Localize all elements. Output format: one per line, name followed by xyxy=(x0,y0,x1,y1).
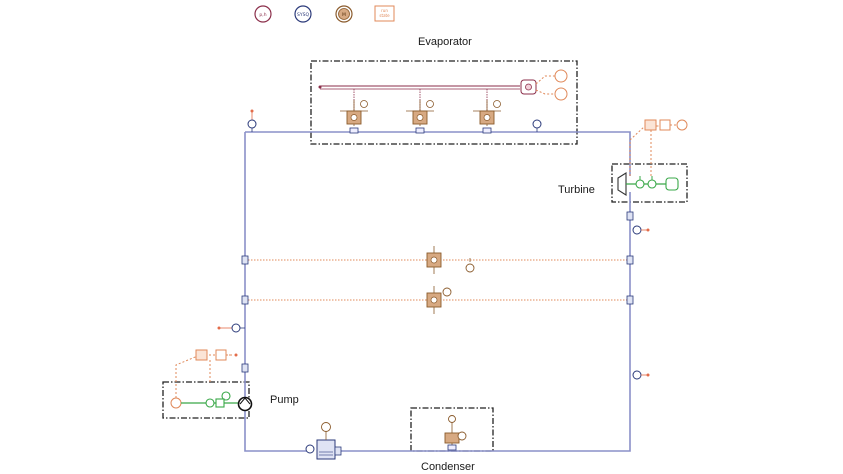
turbine-box xyxy=(611,163,688,203)
turbine-outlet-connector xyxy=(626,211,634,221)
pump-control xyxy=(175,349,238,402)
svg-text:p,h: p,h xyxy=(259,12,266,18)
evaporator-heat-exchanger-1[interactable] xyxy=(340,89,368,134)
svg-text:state: state xyxy=(379,13,390,18)
recuperator-heat-exchanger-lower[interactable] xyxy=(426,286,452,314)
pump-unit[interactable] xyxy=(170,391,253,412)
recuperator-heat-exchanger-upper[interactable] xyxy=(426,246,475,274)
evaporator-box xyxy=(310,60,578,145)
sensor-turbine-outlet[interactable] xyxy=(632,225,650,235)
svg-text:SYSQ: SYSQ xyxy=(297,12,309,18)
turbine-unit[interactable] xyxy=(617,172,679,196)
evaporator-label: Evaporator xyxy=(418,36,472,48)
header-icon-sysq[interactable]: SYSQ xyxy=(294,5,312,23)
header-icon-media[interactable]: M xyxy=(335,5,353,23)
receiver-tank[interactable] xyxy=(305,422,342,460)
header-icon-run-state[interactable]: run state xyxy=(374,5,395,22)
header-icon-ph[interactable]: p,h xyxy=(254,5,272,23)
pump-inlet-connector xyxy=(241,363,249,373)
turbine-label: Turbine xyxy=(558,184,595,196)
turbine-control xyxy=(629,119,688,176)
condenser-label: Condenser xyxy=(421,461,475,473)
evaporator-heat-exchanger-3[interactable] xyxy=(473,89,501,134)
svg-text:run: run xyxy=(381,8,388,13)
sensor-right-lower[interactable] xyxy=(632,370,650,380)
working-fluid-loop xyxy=(244,131,631,452)
svg-text:M: M xyxy=(342,12,346,18)
condenser-unit[interactable] xyxy=(444,415,467,451)
sensor-top-left[interactable] xyxy=(247,109,257,133)
evaporator-outlet-sensor[interactable] xyxy=(532,119,542,132)
evaporator-heat-exchanger-2[interactable] xyxy=(406,89,434,134)
pump-label: Pump xyxy=(270,394,299,406)
sensor-left-middle[interactable] xyxy=(217,323,246,333)
evaporator-heat-source xyxy=(318,69,568,101)
